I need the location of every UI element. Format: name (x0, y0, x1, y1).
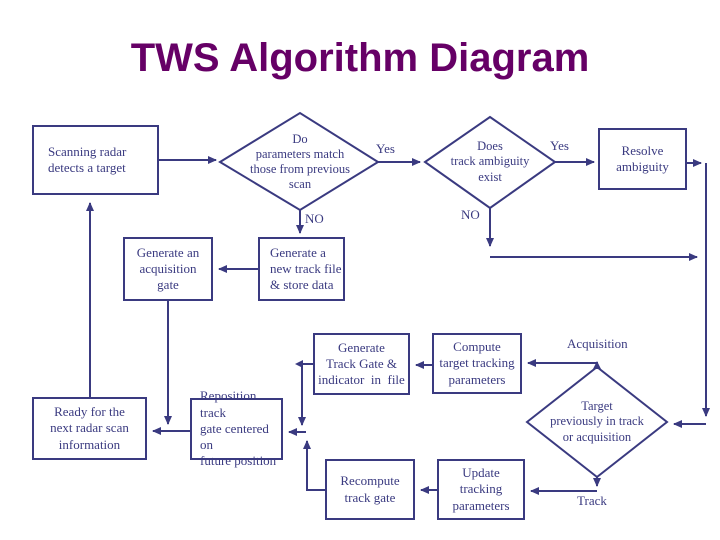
node-generate-track-gate: Generate Track Gate & indicator in file (313, 333, 410, 395)
node-ready-next-scan: Ready for the next radar scan informatio… (32, 397, 147, 460)
node-scanning-radar: Scanning radar detects a target (32, 125, 159, 195)
decision-target-previously-label: Target previously in track or acquisitio… (550, 399, 644, 444)
edge-label-acquisition: Acquisition (567, 336, 628, 351)
decision-parameters-match-label: Do parameters match those from previous … (250, 131, 350, 192)
edge-label-no-match: NO (305, 211, 324, 226)
node-recompute-track-gate: Recompute track gate (325, 459, 415, 520)
arrow-acquisition-to-compute (527, 359, 598, 369)
edge-label-track: Track (577, 493, 607, 508)
node-update-tracking-parameters: Update tracking parameters (437, 459, 525, 520)
arrowhead-acquisition-up (593, 361, 601, 369)
arrow-recompute-to-reposition (303, 440, 325, 491)
node-generate-acquisition-gate: Generate an acquisition gate (123, 237, 213, 301)
node-compute-target-tracking: Compute target tracking parameters (432, 333, 522, 394)
decision-track-ambiguity-label: Does track ambiguity exist (450, 139, 530, 184)
node-reposition-track-gate: Reposition track gate centered on future… (190, 388, 283, 468)
diamond-target-previously (525, 365, 669, 479)
edge-label-no-ambiguity: NO (461, 207, 480, 222)
arrow-trackgate-down (298, 363, 313, 426)
edge-label-yes-ambiguity: Yes (550, 138, 569, 153)
node-resolve-ambiguity: Resolve ambiguity (598, 128, 687, 190)
arrowhead-trackgate-left (295, 360, 303, 368)
page-title: TWS Algorithm Diagram (130, 36, 590, 80)
edge-label-yes-match: Yes (376, 141, 395, 156)
node-generate-new-track-file: Generate a new track file & store data (258, 237, 345, 301)
